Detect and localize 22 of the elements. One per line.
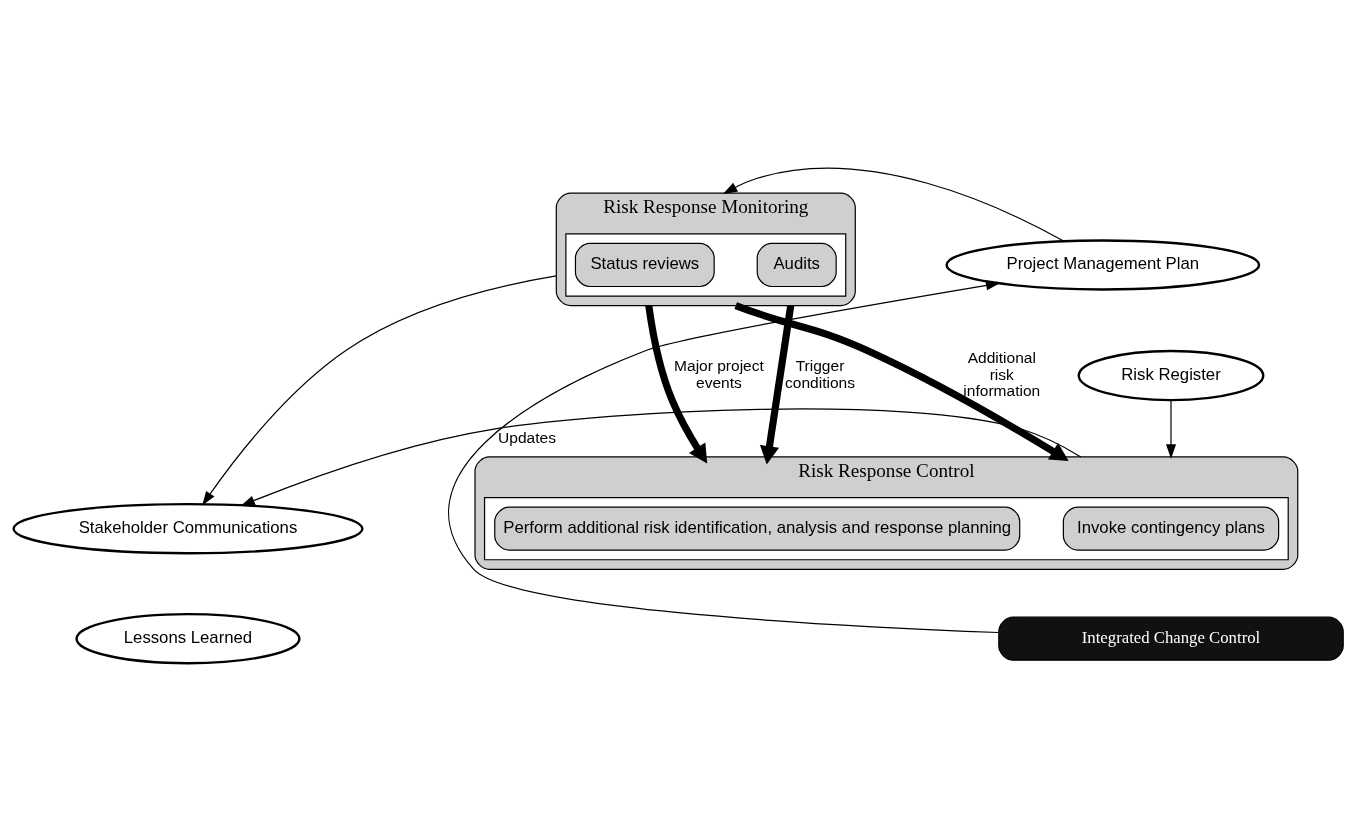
cluster — [565, 232, 847, 297]
arrow — [240, 407, 1082, 506]
arrow — [1165, 399, 1177, 459]
cluster — [483, 496, 1289, 560]
edge-label: Trigger conditions — [785, 356, 855, 391]
node-ellipse: Lessons Learned — [75, 612, 301, 664]
arrow — [734, 301, 1069, 461]
node-box: Invoke contingency plans — [1062, 506, 1280, 551]
node-box: Audits — [756, 242, 837, 287]
arrow — [723, 167, 1065, 242]
edge-label: Additional risk information — [963, 348, 1041, 399]
arrow — [448, 279, 1001, 633]
node-box: Perform additional risk identification, analysis and response planning — [494, 506, 1021, 551]
edge-label: Major project events — [674, 356, 764, 391]
edge-label: Updates — [498, 428, 556, 446]
arrow — [202, 274, 557, 506]
arrow — [645, 304, 708, 463]
node-box: Integrated Change Control — [998, 616, 1344, 661]
node-ellipse: Risk Register — [1077, 349, 1265, 401]
arrow — [759, 304, 795, 465]
node-ellipse: Stakeholder Communications — [12, 502, 364, 554]
node-box: Status reviews — [574, 242, 715, 287]
